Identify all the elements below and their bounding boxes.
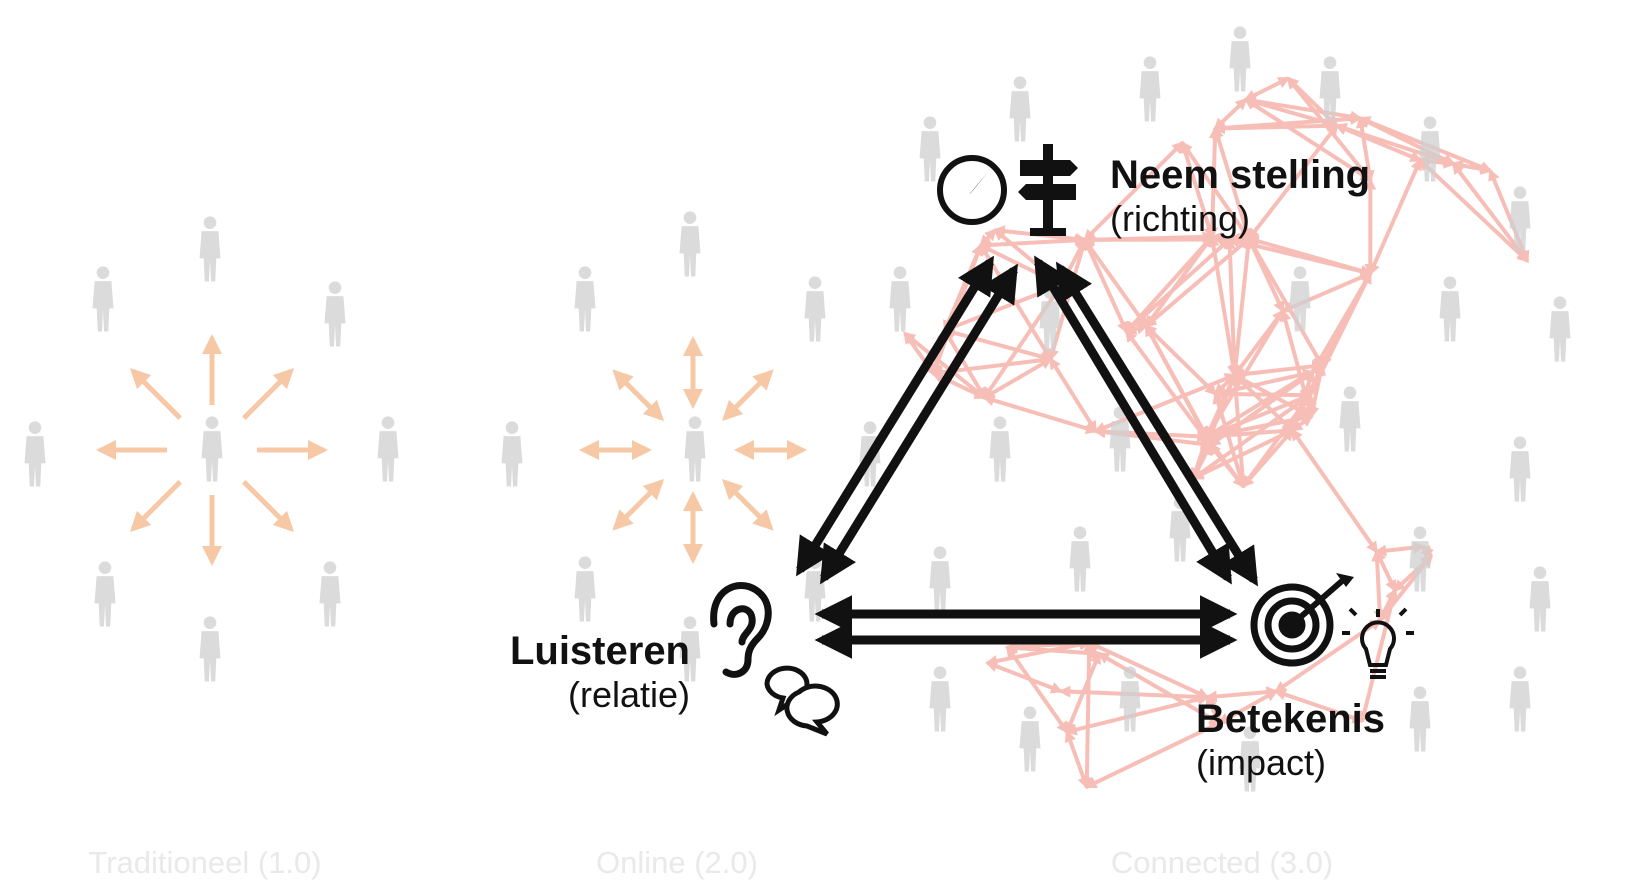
person-silhouette bbox=[199, 616, 221, 682]
network-link bbox=[1082, 233, 1232, 246]
network-link bbox=[1213, 97, 1248, 131]
person-silhouette bbox=[92, 266, 114, 332]
speech-bubbles-icon bbox=[764, 665, 840, 737]
person-silhouette bbox=[94, 561, 116, 627]
broadcast-arrow bbox=[721, 369, 774, 422]
node-top-subtitle: (richting) bbox=[1110, 198, 1251, 239]
section-label-connected: Connected (3.0) bbox=[1110, 845, 1334, 880]
section-label-online: Online (2.0) bbox=[596, 845, 758, 880]
network-link bbox=[1087, 640, 1210, 700]
broadcast-arrow bbox=[242, 367, 295, 420]
compass-icon bbox=[937, 155, 1007, 225]
broadcast-arrow bbox=[721, 478, 774, 531]
node-left-title: Luisteren bbox=[509, 629, 690, 673]
person-silhouette bbox=[804, 276, 826, 342]
signpost-icon bbox=[1018, 144, 1078, 236]
person-silhouette bbox=[201, 416, 223, 482]
network-link bbox=[1243, 76, 1291, 102]
person-silhouette bbox=[679, 211, 701, 277]
broadcast-arrows bbox=[96, 334, 807, 566]
node-left: Luisteren (relatie) bbox=[510, 628, 690, 715]
arrow-top-left-b bbox=[820, 263, 1018, 585]
network-link bbox=[1064, 729, 1090, 790]
network-link bbox=[1451, 159, 1493, 175]
broadcast-arrow bbox=[612, 478, 665, 531]
person-silhouette bbox=[1549, 296, 1571, 362]
broadcast-arrow bbox=[129, 480, 182, 533]
triangle-arrows bbox=[796, 255, 1258, 659]
person-silhouette bbox=[319, 561, 341, 627]
network-link bbox=[1374, 549, 1397, 593]
network-link bbox=[1273, 688, 1365, 724]
person-silhouette bbox=[1529, 566, 1551, 632]
person-silhouette bbox=[919, 116, 941, 182]
lightbulb-icon bbox=[1342, 607, 1414, 679]
person-silhouette bbox=[1139, 56, 1161, 122]
person-silhouette bbox=[1509, 666, 1531, 732]
person-silhouette bbox=[324, 281, 346, 347]
arrow-top-right-b bbox=[1056, 261, 1258, 587]
person-silhouette bbox=[929, 546, 951, 612]
network-link bbox=[1144, 324, 1218, 396]
network-link bbox=[1243, 96, 1340, 129]
person-silhouette bbox=[684, 416, 706, 482]
node-top-title: Neem stelling bbox=[1110, 153, 1371, 197]
node-top: Neem stelling (richting) bbox=[1110, 152, 1370, 239]
person-silhouette bbox=[199, 216, 221, 282]
person-silhouette bbox=[377, 416, 399, 482]
ear-icon bbox=[710, 582, 772, 678]
section-label-traditional: Traditioneel (1.0) bbox=[88, 845, 322, 880]
network-link bbox=[1080, 640, 1096, 790]
network-link bbox=[1290, 428, 1379, 554]
network-link bbox=[978, 234, 1088, 251]
network-link bbox=[1124, 237, 1232, 334]
person-silhouette bbox=[1069, 526, 1091, 592]
node-left-subtitle: (relatie) bbox=[567, 674, 690, 715]
person-silhouette bbox=[989, 416, 1011, 482]
person-silhouette bbox=[574, 266, 596, 332]
target-icon bbox=[1250, 573, 1354, 667]
person-silhouette bbox=[574, 556, 596, 622]
network-link bbox=[1217, 689, 1279, 725]
network-link bbox=[1083, 141, 1185, 242]
person-silhouette bbox=[1409, 686, 1431, 752]
network-link bbox=[1227, 235, 1373, 278]
network-link bbox=[1213, 388, 1313, 402]
network-link bbox=[1083, 237, 1148, 328]
person-silhouette bbox=[1289, 266, 1311, 332]
network-link bbox=[1179, 140, 1215, 240]
person-silhouette bbox=[501, 421, 523, 487]
person-silhouette bbox=[1019, 706, 1041, 772]
broadcast-arrow bbox=[129, 367, 182, 420]
person-silhouette bbox=[1509, 436, 1531, 502]
network-link bbox=[1229, 236, 1254, 378]
person-silhouette bbox=[24, 421, 46, 487]
broadcast-arrow bbox=[612, 369, 665, 422]
person-silhouette bbox=[1009, 76, 1031, 142]
person-silhouette bbox=[1439, 276, 1461, 342]
person-silhouette bbox=[929, 666, 951, 732]
network-link bbox=[1084, 721, 1222, 789]
network-link bbox=[985, 660, 1064, 694]
network-link bbox=[1358, 587, 1399, 724]
person-silhouette bbox=[1229, 26, 1251, 92]
node-right: Betekenis (impact) bbox=[1196, 696, 1385, 783]
node-right-title: Betekenis bbox=[1196, 697, 1385, 741]
person-silhouette bbox=[889, 266, 911, 332]
person-silhouette bbox=[1339, 386, 1361, 452]
network-link bbox=[1304, 392, 1317, 419]
broadcast-arrow bbox=[242, 480, 295, 533]
network-link bbox=[1368, 157, 1422, 276]
node-right-subtitle: (impact) bbox=[1196, 742, 1327, 783]
